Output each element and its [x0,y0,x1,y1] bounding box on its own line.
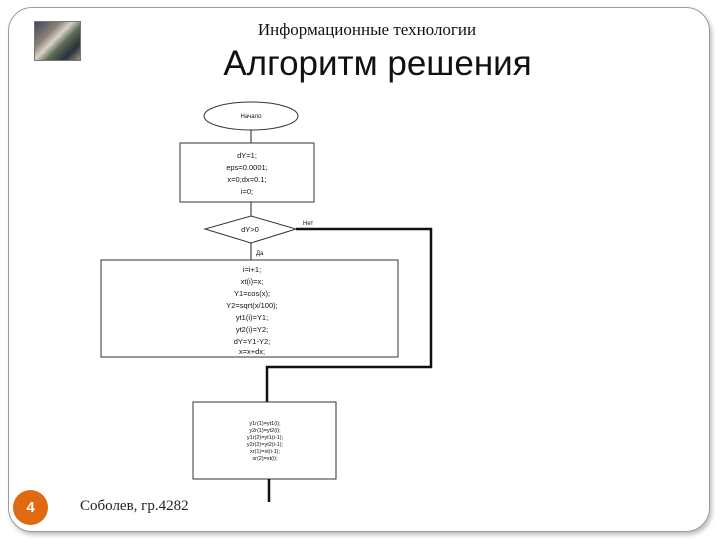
subject-heading: Информационные технологии [257,20,477,39]
loop-line: yt1(i)=Y1; [236,313,268,322]
no-branch-line [265,227,433,402]
final-line: y1r(1)=yt1(i); [249,421,281,427]
loop-line: Y2=sqrt(x/100); [226,301,277,310]
init-block [179,142,315,203]
author-label: Соболев, гр.4282 [80,498,189,514]
slide-number-badge: 4 [13,490,48,525]
init-line: i=0; [241,187,253,196]
loop-line: Y1=cos(x); [234,289,270,298]
slide-frame [8,7,710,532]
loop-line: dY=Y1-Y2; [234,337,270,346]
init-line: x=0;dx=0.1; [227,175,266,184]
condition-label: dY>0 [241,225,259,234]
header-photo [34,21,81,61]
final-line: xr(1)=xt(i-1); [250,449,281,455]
final-line: y1r(2)=yt1(i-1); [247,435,284,441]
loop-line: yt2(i)=Y2; [236,325,268,334]
final-line: y2r(1)=yt2(i); [249,428,281,434]
loop-block [100,259,399,358]
final-line: y2r(2)=yt2(i-1); [247,442,284,448]
loop-line: i=i+1; [243,265,261,274]
yes-label: Да [256,251,264,257]
no-label: Нет [303,221,313,227]
loop-line: xt(i)=x; [241,277,264,286]
final-line: xr(2)=xt(i); [252,456,278,462]
final-block [192,401,337,480]
loop-line: x=x+dx; [239,347,265,356]
start-label: Начало [241,114,263,120]
slide-title: Алгоритм решения [223,44,532,83]
init-line: dY=1; [237,151,257,160]
init-line: eps=0.0001; [226,163,268,172]
